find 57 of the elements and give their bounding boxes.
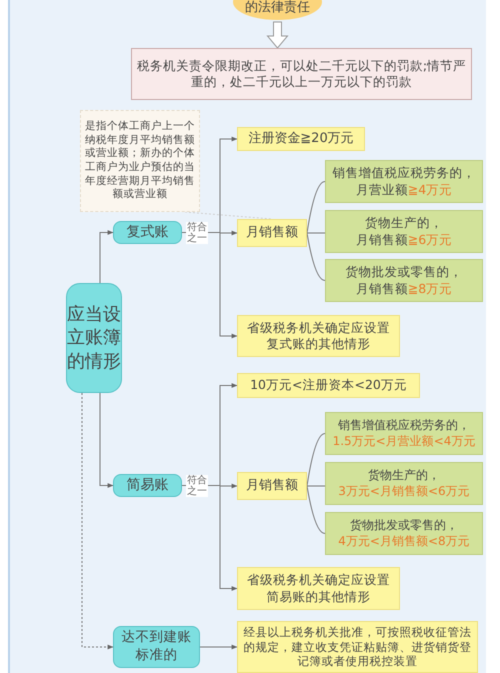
leader-line: [184, 212, 272, 220]
criterion-text: 货物生产的，: [368, 468, 440, 484]
condition-box: [237, 472, 307, 500]
arrow: [100, 230, 114, 284]
category-box: [113, 474, 182, 497]
condition-box: [237, 315, 400, 357]
category-box: [113, 626, 200, 668]
node-text: 的法律责任: [245, 0, 310, 17]
criterion-text: 货物批发或零售的，: [350, 518, 458, 534]
criterion-box: [325, 259, 483, 302]
connector-line: [306, 232, 326, 234]
node-text: 复式账: [126, 223, 168, 242]
edge-label: 符合之一: [186, 474, 208, 496]
node-text: 是指个体工商户上一个纳税年度月平均销售额或营业额；新办的个体工商户为业户预估的当年度经营期月平均销售额或营业额: [85, 120, 195, 202]
category-box: [113, 221, 182, 244]
criterion-box: [325, 512, 483, 555]
node-text: 省级税务机关确定应设置复式账的其他情形: [246, 320, 391, 352]
arrow: [82, 392, 114, 650]
criterion-box: [325, 412, 483, 455]
node-text: 省级税务机关确定应设置简易账的其他情形: [246, 572, 391, 605]
threshold-text: ≧4万元: [408, 182, 452, 196]
note-box: [80, 110, 200, 212]
node-text: 简易账: [126, 476, 168, 495]
criterion-box: [325, 210, 483, 253]
node-text: 经县以上税务机关批准，可按照税收征管法的规定，建立收支凭证粘贴簿、进货销货登记簿或者使用税控装置: [242, 624, 472, 670]
arrow: [200, 644, 238, 650]
criterion-text: 货物批发或零售的，: [346, 264, 462, 280]
criterion-text: 货物生产的，: [365, 215, 443, 232]
threshold-text: 1.5万元<月营业额<4万元: [332, 434, 476, 448]
criterion-box: [325, 160, 483, 203]
threshold-text: ≧6万元: [408, 232, 452, 246]
criterion-box: [325, 462, 483, 505]
criterion-text: 月营业额: [356, 182, 408, 196]
text-box: [131, 48, 472, 100]
threshold-text: 3万元<月销售额<6万元: [338, 484, 470, 498]
condition-box: [237, 621, 478, 673]
condition-box: [237, 373, 420, 398]
condition-box: [237, 127, 365, 151]
hollow-arrow: [266, 22, 289, 49]
threshold-text: ≧8万元: [408, 280, 452, 296]
arrow: [100, 392, 114, 488]
condition-box: [237, 567, 400, 610]
edge-label: 符合之一: [186, 222, 208, 244]
node-text: 应当设立账簿的情形: [67, 302, 121, 374]
criterion-text: 月销售额: [356, 280, 408, 296]
threshold-text: 4万元<月销售额<8万元: [338, 534, 470, 548]
node-text: 达不到建账标准的: [120, 629, 192, 665]
node-text: 税务机关责令限期改正，可以处二千元以下的罚款;情节严重的，处二千元以上一万元以下的罚款: [136, 58, 467, 90]
node-text: 注册资金≧20万元: [248, 130, 354, 148]
node-text: 月销售额: [246, 478, 298, 494]
criterion-text: 销售增值税应税劳务的，: [332, 165, 476, 182]
condition-box: [237, 219, 307, 247]
node-text: 月销售额: [246, 224, 298, 242]
root-box: [66, 283, 122, 393]
criterion-text: 月销售额: [356, 232, 408, 246]
criterion-text: 销售增值税应税劳务的，: [338, 418, 470, 434]
node-text: 10万元<注册资本<20万元: [250, 377, 407, 394]
